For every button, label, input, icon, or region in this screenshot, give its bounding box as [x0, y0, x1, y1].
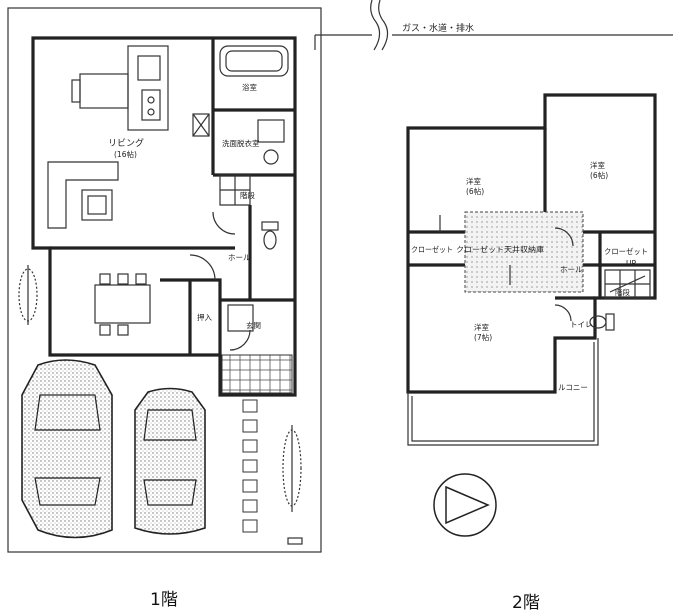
western-3-size-label: (7帖)	[474, 332, 492, 342]
washroom-label: 洗面脱衣室	[222, 138, 260, 148]
north-arrow-icon	[433, 473, 497, 537]
tree-right	[282, 425, 302, 512]
western-3-label: 洋室	[474, 322, 489, 332]
closet-center-label: クローゼット天井収納庫	[456, 244, 545, 254]
stepping-stones	[242, 399, 258, 533]
hall-label: ホール	[228, 253, 251, 262]
car-right	[134, 387, 206, 535]
utilities-note: ガス・水道・排水	[314, 0, 673, 51]
western-2-label: 洋室	[590, 160, 605, 170]
western-1-label: 洋室	[466, 176, 481, 186]
utilities-label: ガス・水道・排水	[402, 22, 474, 34]
living-size-label: (16帖)	[114, 149, 137, 159]
entrance-label: 玄関	[246, 320, 261, 330]
stairs-1f-label: 階段	[240, 190, 255, 200]
floor1-label: 1階	[150, 590, 178, 610]
meter-box	[287, 537, 303, 545]
stairs-2f-label: 階段	[615, 287, 630, 297]
up-label: UP	[626, 259, 636, 268]
tree-left	[18, 265, 38, 325]
closet-left-label: クローゼット	[411, 244, 453, 254]
balcony-label: ルコニー	[558, 383, 588, 392]
western-1-size-label: (6帖)	[466, 186, 484, 196]
living-label: リビング	[108, 137, 144, 149]
first-floor-plan	[31, 36, 297, 397]
hall-2f-label: ホール	[560, 265, 583, 274]
car-left	[21, 359, 113, 539]
second-floor-plan	[406, 93, 657, 446]
toilet-2f-label: トイレ	[570, 320, 593, 329]
bath-label: 浴室	[242, 82, 257, 92]
closet-right-label: クローゼット	[604, 246, 648, 256]
storage-1f-label: 押入	[197, 312, 212, 322]
lot-boundary	[7, 7, 322, 553]
western-2-size-label: (6帖)	[590, 170, 608, 180]
floor2-label: 2階	[512, 593, 540, 613]
